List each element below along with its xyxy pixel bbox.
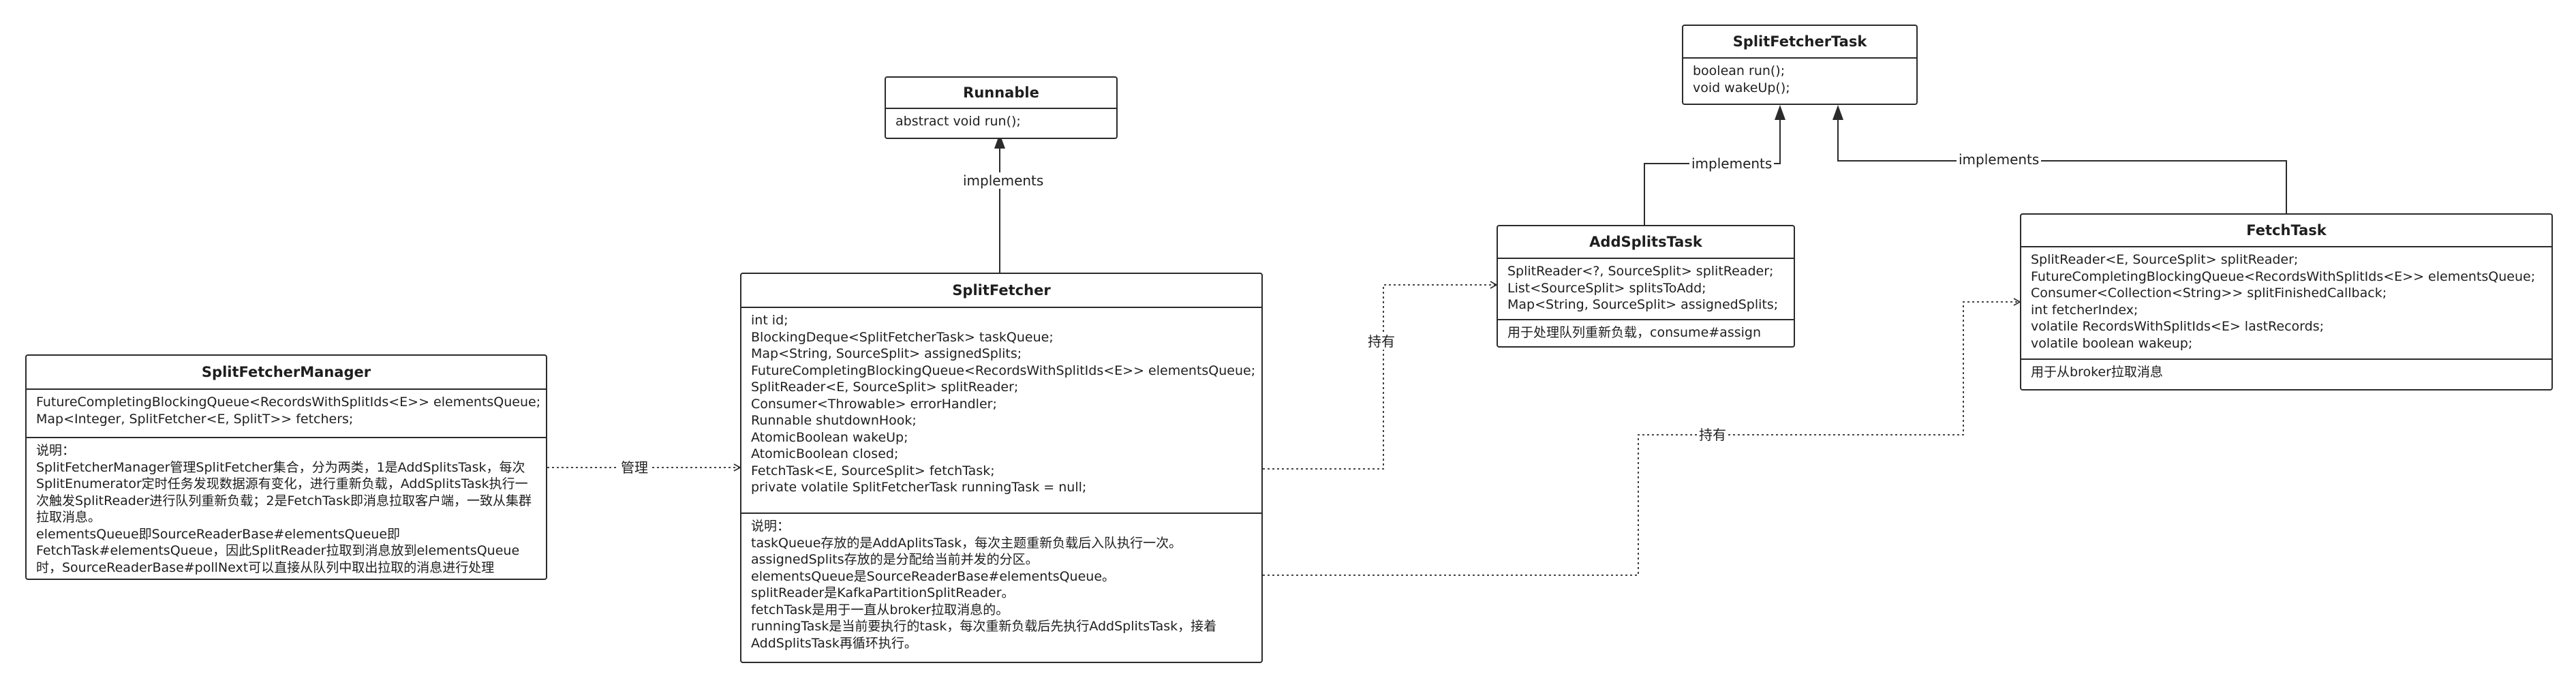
- class-notes: 用于处理队列重新负载，consume#assign: [1498, 319, 1794, 344]
- method-line: boolean run();: [1693, 63, 1785, 78]
- runnable-interface[interactable]: Runnable abstract void run();: [885, 76, 1118, 139]
- field-line: Map<Integer, SplitFetcher<E, SplitT>> fe…: [36, 411, 354, 427]
- note-line: elementsQueue即SourceReaderBase#elementsQ…: [36, 526, 401, 542]
- note-line: AddSplitsTask再循环执行。: [751, 635, 917, 651]
- class-title: SplitFetcherTask: [1683, 26, 1916, 59]
- note-line: 时，SourceReaderBase#pollNext可以直接从队列中取出拉取的…: [36, 560, 495, 575]
- add-splits-task-class[interactable]: AddSplitsTask SplitReader<?, SourceSplit…: [1497, 225, 1795, 348]
- holds-add-edge: [1263, 281, 1498, 470]
- class-methods: abstract void run();: [886, 109, 1116, 133]
- implements-fetch-label: implements: [1957, 151, 2042, 168]
- class-fields: SplitReader<?, SourceSplit> splitReader;…: [1498, 259, 1794, 319]
- class-title: SplitFetcherManager: [27, 356, 546, 390]
- field-line: FutureCompletingBlockingQueue<RecordsWit…: [36, 395, 541, 410]
- holds-fetch-label: 持有: [1697, 427, 1728, 443]
- field-line: FutureCompletingBlockingQueue<RecordsWit…: [2031, 269, 2536, 284]
- note-line: SplitEnumerator定时任务发现数据源有变化，进行重新负载，AddSp…: [36, 476, 528, 491]
- note-line: 拉取消息。: [36, 510, 102, 525]
- field-line: Consumer<Throwable> errorHandler;: [751, 396, 997, 412]
- class-title: SplitFetcher: [741, 274, 1261, 308]
- field-line: int fetcherIndex;: [2031, 302, 2138, 318]
- field-line: SplitReader<E, SourceSplit> splitReader;: [2031, 252, 2299, 267]
- implements-fetch-arrowhead: [1833, 105, 1843, 120]
- note-line: 说明：: [36, 443, 76, 458]
- split-fetcher-task-interface[interactable]: SplitFetcherTask boolean run(); void wak…: [1682, 25, 1918, 105]
- note-line: 说明：: [751, 519, 791, 534]
- field-line: List<SourceSplit> splitsToAdd;: [1507, 280, 1706, 296]
- class-notes: 说明： SplitFetcherManager管理SplitFetcher集合，…: [27, 437, 546, 579]
- holds-add-label: 持有: [1366, 333, 1397, 350]
- manages-label: 管理: [619, 459, 650, 476]
- note-line: SplitFetcherManager管理SplitFetcher集合，分为两类…: [36, 459, 525, 475]
- split-fetcher-manager-class[interactable]: SplitFetcherManager FutureCompletingBloc…: [25, 354, 547, 580]
- class-title: AddSplitsTask: [1498, 226, 1794, 259]
- implements-fetch-edge: [1837, 109, 2287, 213]
- method-line: void wakeUp();: [1693, 80, 1790, 95]
- note-line: assignedSplits存放的是分配给当前并发的分区。: [751, 552, 1039, 567]
- note-line: taskQueue存放的是AddAplitsTask，每次主题重新负载后入队执行…: [751, 535, 1182, 551]
- field-line: AtomicBoolean closed;: [751, 446, 899, 461]
- field-line: Runnable shutdownHook;: [751, 413, 917, 428]
- class-methods: boolean run(); void wakeUp();: [1683, 59, 1916, 99]
- field-line: SplitReader<?, SourceSplit> splitReader;: [1507, 264, 1774, 279]
- implements-runnable-arrowhead: [994, 134, 1005, 149]
- note-line: runningTask是当前要执行的task，每次重新负载后先执行AddSpli…: [751, 619, 1217, 634]
- field-line: Map<String, SourceSplit> assignedSplits;: [751, 346, 1022, 361]
- field-line: FutureCompletingBlockingQueue<RecordsWit…: [751, 363, 1256, 378]
- note-line: 次触发SplitReader进行队列重新负载；2是FetchTask即消息拉取客…: [36, 493, 532, 508]
- implements-add-label: implements: [1689, 155, 1775, 172]
- class-title: Runnable: [886, 78, 1116, 109]
- field-line: volatile RecordsWithSplitIds<E> lastReco…: [2031, 319, 2325, 334]
- note-line: 用于从broker拉取消息: [2031, 365, 2163, 380]
- holds-fetch-edge: [1263, 298, 2021, 576]
- note-line: elementsQueue是SourceReaderBase#elementsQ…: [751, 568, 1116, 584]
- method-line: abstract void run();: [895, 114, 1021, 129]
- split-fetcher-class[interactable]: SplitFetcher int id; BlockingDeque<Split…: [740, 273, 1263, 663]
- class-fields: SplitReader<E, SourceSplit> splitReader;…: [2021, 247, 2551, 358]
- note-line: splitReader是KafkaPartitionSplitReader。: [751, 585, 1015, 600]
- field-line: AtomicBoolean wakeUp;: [751, 429, 908, 445]
- class-notes: 说明： taskQueue存放的是AddAplitsTask，每次主题重新负载后…: [741, 512, 1261, 654]
- field-line: int id;: [751, 313, 788, 328]
- field-line: SplitReader<E, SourceSplit> splitReader;: [751, 380, 1019, 395]
- implements-runnable-label: implements: [961, 172, 1046, 189]
- class-fields: int id; BlockingDeque<SplitFetcherTask> …: [741, 308, 1261, 512]
- field-line: Map<String, SourceSplit> assignedSplits;: [1507, 297, 1779, 312]
- class-fields: FutureCompletingBlockingQueue<RecordsWit…: [27, 390, 546, 437]
- implements-add-arrowhead: [1775, 105, 1785, 120]
- field-line: volatile boolean wakeup;: [2031, 335, 2193, 351]
- class-title: FetchTask: [2021, 215, 2551, 247]
- class-notes: 用于从broker拉取消息: [2021, 358, 2551, 384]
- field-line: BlockingDeque<SplitFetcherTask> taskQueu…: [751, 329, 1054, 345]
- note-line: FetchTask#elementsQueue，因此SplitReader拉取到…: [36, 543, 520, 558]
- field-line: FetchTask<E, SourceSplit> fetchTask;: [751, 463, 995, 478]
- field-line: Consumer<Collection<String>> splitFinish…: [2031, 286, 2387, 301]
- field-line: private volatile SplitFetcherTask runnin…: [751, 480, 1087, 495]
- fetch-task-class[interactable]: FetchTask SplitReader<E, SourceSplit> sp…: [2020, 213, 2553, 391]
- note-line: 用于处理队列重新负载，consume#assign: [1507, 325, 1761, 340]
- note-line: fetchTask是用于一直从broker拉取消息的。: [751, 602, 1009, 617]
